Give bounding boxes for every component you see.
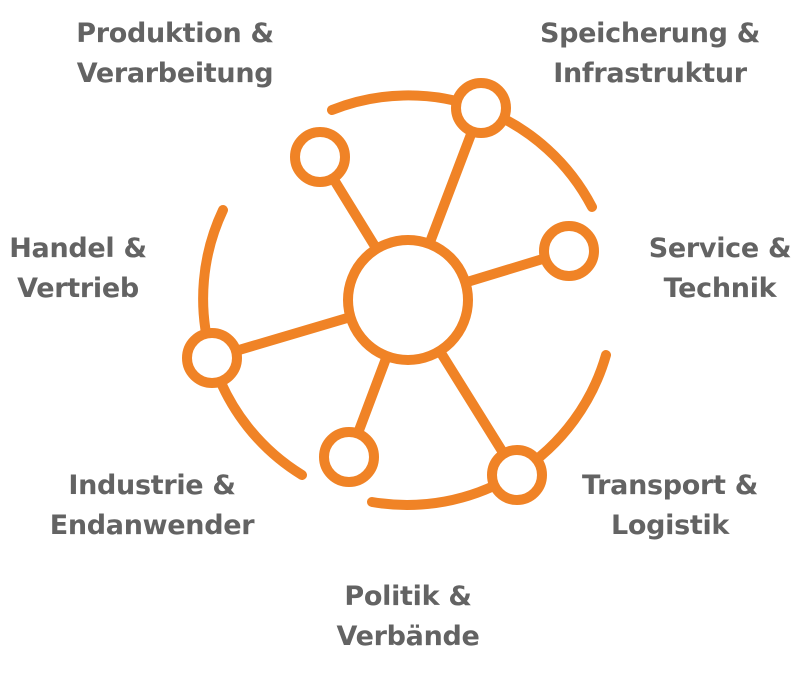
- label-service: Service & Technik: [570, 229, 800, 309]
- label-produktion: Produktion & Verarbeitung: [25, 14, 325, 94]
- label-line: Handel &: [9, 233, 147, 264]
- label-line: Technik: [663, 273, 777, 304]
- label-line: Speicherung &: [539, 18, 760, 49]
- label-line: Infrastruktur: [553, 58, 747, 89]
- label-politik: Politik & Verbände: [258, 577, 558, 657]
- label-line: Politik &: [344, 581, 472, 612]
- node-left: [182, 328, 242, 388]
- label-transport: Transport & Logistik: [520, 466, 800, 546]
- node-bottom-right: [487, 445, 547, 505]
- label-line: Vertrieb: [17, 273, 139, 304]
- label-handel: Handel & Vertrieb: [0, 229, 228, 309]
- label-speicherung: Speicherung & Infrastruktur: [500, 14, 800, 94]
- label-line: Transport &: [581, 470, 759, 501]
- node-top-right: [451, 78, 511, 138]
- label-line: Verbände: [336, 621, 480, 652]
- label-line: Service &: [648, 233, 792, 264]
- label-industrie: Industrie & Endanwender: [2, 466, 302, 546]
- label-line: Endanwender: [49, 510, 255, 541]
- label-line: Produktion &: [76, 18, 274, 49]
- node-top-left: [290, 127, 350, 187]
- node-bottom: [319, 427, 379, 487]
- node-right: [539, 221, 599, 281]
- label-line: Industrie &: [68, 470, 236, 501]
- label-line: Verarbeitung: [76, 58, 274, 89]
- hub-node: [343, 235, 473, 365]
- label-line: Logistik: [610, 510, 730, 541]
